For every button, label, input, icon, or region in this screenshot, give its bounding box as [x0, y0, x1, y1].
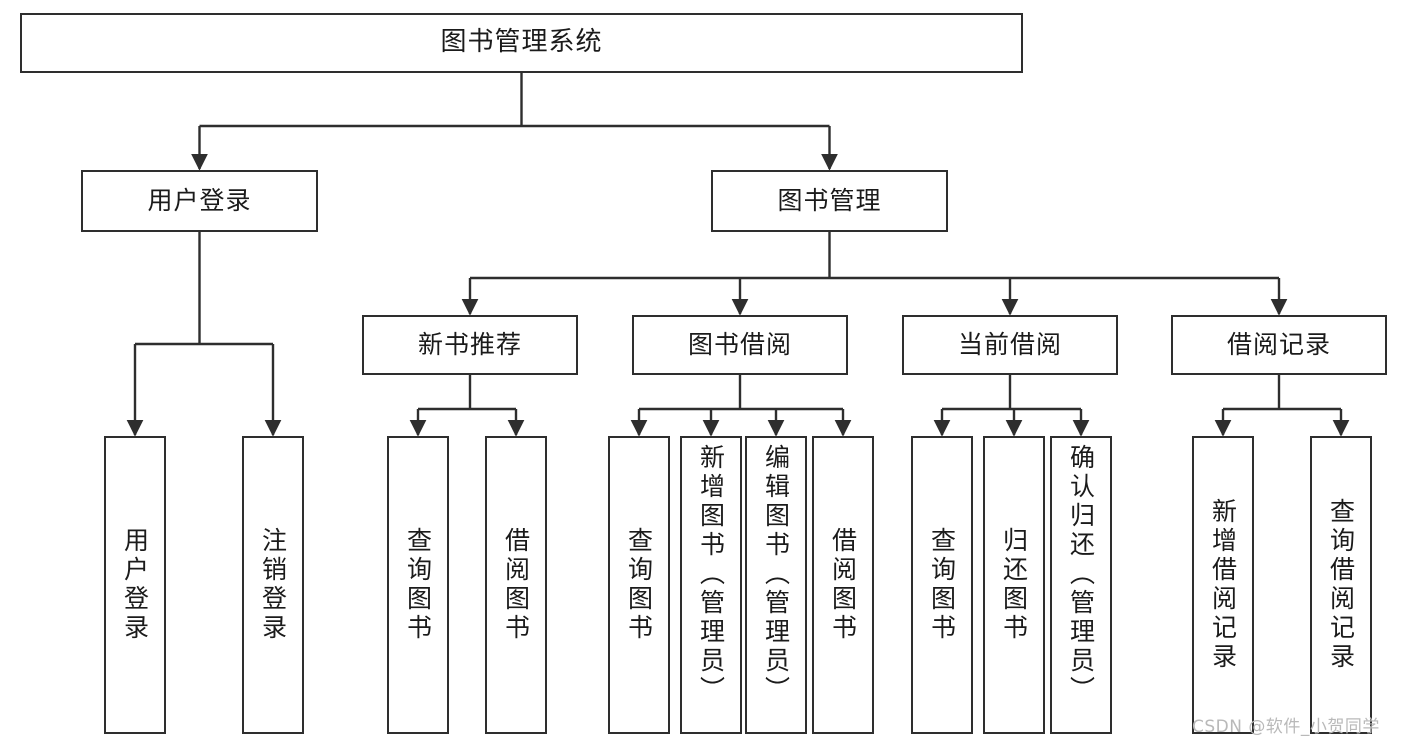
node-leaf-user-logout[interactable]: 注销登录: [242, 436, 304, 734]
node-leaf-query-borrow-record[interactable]: 查询借阅记录: [1310, 436, 1372, 734]
node-label: 确认归还（管理员）: [1066, 444, 1096, 705]
node-leaf-edit-book-admin[interactable]: 编辑图书（管理员）: [745, 436, 807, 734]
node-label: 借阅图书: [501, 527, 531, 643]
node-leaf-borrow-book-rec[interactable]: 借阅图书: [485, 436, 547, 734]
node-label: 注销登录: [258, 527, 288, 643]
node-root[interactable]: 图书管理系统: [20, 13, 1023, 73]
node-leaf-return-book[interactable]: 归还图书: [983, 436, 1045, 734]
node-label: 新增图书（管理员）: [696, 444, 726, 705]
node-user-login[interactable]: 用户登录: [81, 170, 318, 232]
node-label: 编辑图书（管理员）: [761, 444, 791, 705]
node-book-borrow[interactable]: 图书借阅: [632, 315, 848, 375]
node-leaf-add-book-admin[interactable]: 新增图书（管理员）: [680, 436, 742, 734]
node-label: 查询图书: [403, 527, 433, 643]
node-label: 借阅图书: [828, 527, 858, 643]
node-leaf-add-borrow-record[interactable]: 新增借阅记录: [1192, 436, 1254, 734]
node-new-book-recommend[interactable]: 新书推荐: [362, 315, 578, 375]
node-label: 新增借阅记录: [1208, 498, 1238, 672]
node-leaf-confirm-return-admin[interactable]: 确认归还（管理员）: [1050, 436, 1112, 734]
node-label: 用户登录: [147, 185, 252, 215]
node-label: 查询图书: [927, 527, 957, 643]
node-label: 借阅记录: [1226, 329, 1331, 359]
node-label: 查询借阅记录: [1326, 498, 1356, 672]
node-label: 图书借阅: [687, 329, 792, 359]
node-book-manage[interactable]: 图书管理: [711, 170, 948, 232]
node-leaf-query-book-borrow[interactable]: 查询图书: [608, 436, 670, 734]
node-leaf-query-book-cur[interactable]: 查询图书: [911, 436, 973, 734]
node-label: 用户登录: [120, 527, 150, 643]
node-label: 查询图书: [624, 527, 654, 643]
node-label: 当前借阅: [957, 329, 1062, 359]
node-label: 新书推荐: [417, 329, 522, 359]
node-label: 归还图书: [999, 527, 1029, 643]
node-borrow-record[interactable]: 借阅记录: [1171, 315, 1387, 375]
node-leaf-borrow-book[interactable]: 借阅图书: [812, 436, 874, 734]
node-label: 图书管理: [777, 185, 882, 215]
node-leaf-query-book-rec[interactable]: 查询图书: [387, 436, 449, 734]
node-leaf-user-login[interactable]: 用户登录: [104, 436, 166, 734]
node-label: 图书管理系统: [440, 27, 603, 58]
watermark: CSDN @软件_小贺同学: [1192, 717, 1380, 737]
node-current-borrow[interactable]: 当前借阅: [902, 315, 1118, 375]
